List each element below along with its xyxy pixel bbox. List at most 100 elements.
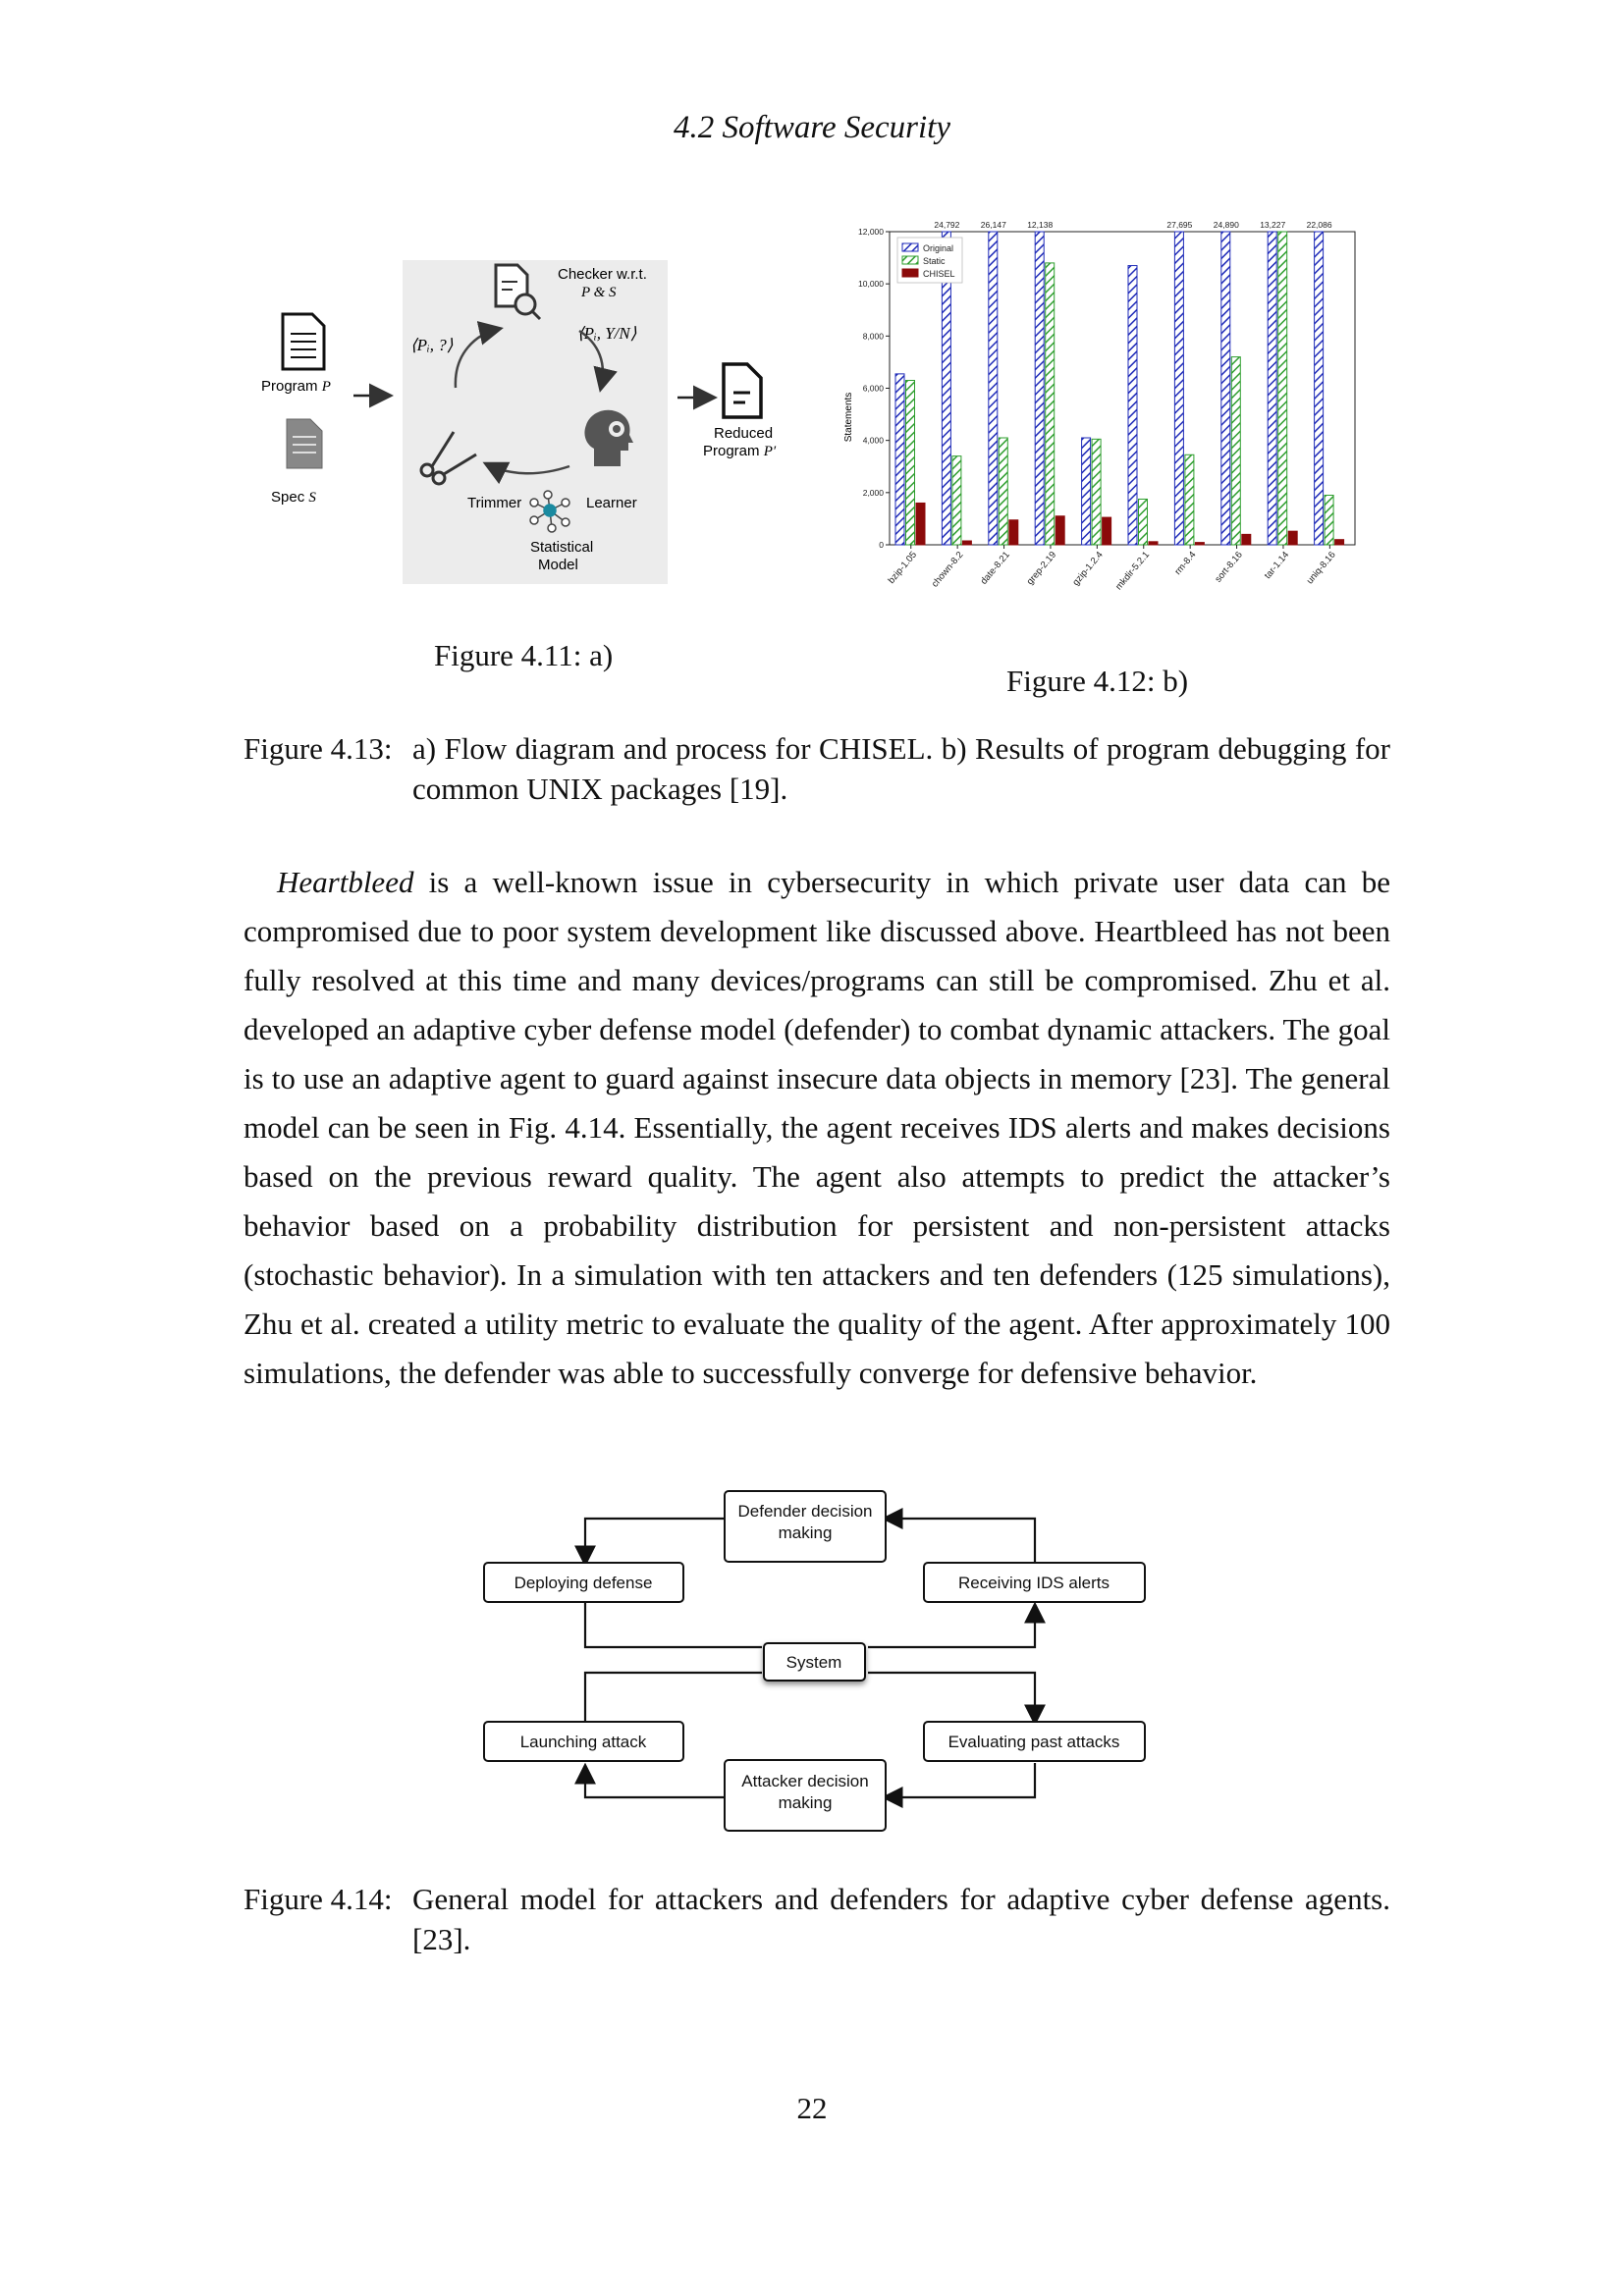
attacker-line1: Attacker decision bbox=[741, 1772, 868, 1790]
bar-static bbox=[1230, 356, 1241, 546]
bar-original bbox=[1127, 265, 1138, 546]
x-tick-label: rm-8.4 bbox=[1172, 550, 1198, 577]
defender-decision-box bbox=[724, 1490, 887, 1563]
legend-swatch bbox=[901, 268, 919, 278]
bar-chisel bbox=[1008, 519, 1019, 546]
bar-original bbox=[1034, 231, 1045, 546]
y-tick-label: 10,000 bbox=[858, 279, 884, 289]
checker-magnifier-icon bbox=[494, 263, 542, 321]
system-box bbox=[763, 1642, 866, 1682]
bar-chisel bbox=[1148, 541, 1159, 546]
launching-attack-box bbox=[483, 1721, 684, 1762]
checker-sub: P & S bbox=[580, 285, 617, 300]
bar-original bbox=[1081, 437, 1092, 546]
overflow-value-label: 13,227 bbox=[1260, 220, 1285, 230]
x-tick-label: chown-8.2 bbox=[930, 550, 966, 590]
defender-line2: making bbox=[779, 1523, 833, 1542]
edge-label-right: ⟨Pᵢ, Y/N⟩ bbox=[577, 324, 637, 343]
statistical-line1: Statistical bbox=[530, 539, 593, 556]
y-tick-label: 4,000 bbox=[863, 436, 885, 446]
overflow-value-label: 27,695 bbox=[1166, 220, 1192, 230]
overflow-value-label: 12,138 bbox=[1027, 220, 1053, 230]
evaluating-attacks-box bbox=[923, 1721, 1146, 1762]
checker-label: Checker w.r.t. bbox=[558, 266, 647, 283]
body-paragraph: Heartbleed is a well-known issue in cybe… bbox=[244, 858, 1390, 1398]
bar-chisel bbox=[1287, 530, 1298, 546]
bar-static bbox=[1184, 454, 1195, 546]
x-tick-label: mkdir-5.2.1 bbox=[1113, 550, 1152, 592]
page-number: 22 bbox=[796, 2091, 828, 2125]
y-tick-label: 8,000 bbox=[863, 331, 885, 341]
bar-chisel bbox=[1241, 533, 1252, 546]
y-axis-label: Statements bbox=[843, 393, 854, 443]
learner-label: Learner bbox=[586, 495, 637, 511]
figure-4-14-caption: Figure 4.14: General model for attackers… bbox=[244, 1879, 1390, 1959]
bar-original bbox=[941, 231, 951, 546]
launching-label: Launching attack bbox=[520, 1733, 647, 1751]
chisel-results-bar-chart: Statements 02,0004,0006,0008,00010,00012… bbox=[843, 220, 1356, 592]
figure-4-13-caption: Figure 4.13: a) Flow diagram and process… bbox=[244, 728, 1390, 809]
paragraph-text: is a well-known issue in cybersecurity i… bbox=[244, 865, 1390, 1390]
legend-label: Static bbox=[923, 256, 946, 266]
bar-static bbox=[1138, 498, 1148, 546]
bar-chisel bbox=[1194, 542, 1205, 546]
bar-original bbox=[894, 373, 905, 546]
edge-label-left: ⟨Pᵢ, ?⟩ bbox=[410, 336, 454, 354]
bar-static bbox=[998, 437, 1008, 546]
x-tick-label: tar-1.14 bbox=[1263, 550, 1291, 581]
overflow-value-label: 24,890 bbox=[1214, 220, 1239, 230]
spec-label: Spec S bbox=[271, 489, 316, 506]
learner-head-gear-icon bbox=[584, 409, 633, 466]
evaluating-label: Evaluating past attacks bbox=[948, 1733, 1120, 1751]
receiving-label: Receiving IDS alerts bbox=[958, 1574, 1110, 1592]
spec-file-icon bbox=[286, 418, 323, 469]
bar-chisel bbox=[961, 540, 972, 546]
figure-a-caption: Figure 4.11: a) bbox=[434, 638, 614, 672]
bar-original bbox=[1220, 231, 1231, 546]
caption-text-414: General model for attackers and defender… bbox=[412, 1882, 1390, 1956]
bar-chisel bbox=[1055, 515, 1065, 546]
y-tick-label: 12,000 bbox=[858, 227, 884, 237]
receiving-ids-box bbox=[923, 1562, 1146, 1603]
trimmer-label: Trimmer bbox=[467, 495, 521, 511]
legend-swatch bbox=[901, 242, 919, 252]
overflow-value-label: 24,792 bbox=[934, 220, 959, 230]
reduced-line1: Reduced bbox=[714, 425, 773, 442]
bar-original bbox=[1173, 231, 1184, 546]
bar-static bbox=[1045, 262, 1056, 546]
statistical-line2: Model bbox=[538, 557, 578, 573]
reduced-program-icon bbox=[722, 362, 763, 419]
reduced-line2: Program P′ bbox=[703, 443, 777, 459]
caption-label: Figure 4.13: bbox=[244, 731, 393, 766]
overflow-value-label: 26,147 bbox=[981, 220, 1006, 230]
y-tick-label: 0 bbox=[879, 540, 884, 550]
x-tick-label: grep-2.19 bbox=[1025, 550, 1059, 587]
cycle-arrow-down bbox=[578, 329, 618, 393]
bar-static bbox=[1277, 231, 1288, 546]
bar-static bbox=[1324, 494, 1334, 546]
x-tick-label: gzip-1.2.4 bbox=[1070, 550, 1105, 588]
program-file-icon bbox=[281, 312, 326, 371]
bar-static bbox=[905, 380, 915, 546]
y-tick-label: 2,000 bbox=[863, 488, 885, 498]
bar-original bbox=[988, 231, 999, 546]
caption-text: a) Flow diagram and process for CHISEL. … bbox=[412, 731, 1390, 806]
legend-label: Original bbox=[923, 243, 953, 253]
x-tick-label: date-8.21 bbox=[979, 550, 1012, 587]
running-header: 4.2 Software Security bbox=[674, 110, 950, 145]
cycle-arrow-left bbox=[482, 461, 570, 485]
x-tick-label: bzip-1.05 bbox=[886, 550, 919, 586]
bar-original bbox=[1267, 231, 1277, 546]
adaptive-defense-diagram: Defender decision making Deploying defen… bbox=[483, 1490, 1146, 1832]
attacker-decision-box bbox=[724, 1759, 887, 1832]
statistical-network-icon bbox=[529, 490, 570, 533]
chisel-flow-diagram: Program P Spec S Checker w.r.t. P & S ⟨P… bbox=[261, 260, 777, 584]
x-tick-label: sort-8.16 bbox=[1213, 550, 1245, 585]
bar-chisel bbox=[915, 502, 926, 546]
program-label: Program P bbox=[261, 378, 331, 395]
legend-label: CHISEL bbox=[923, 269, 955, 279]
bar-static bbox=[951, 455, 962, 546]
attacker-line2: making bbox=[779, 1793, 833, 1812]
deploying-label: Deploying defense bbox=[514, 1574, 653, 1592]
trimmer-scissors-icon bbox=[419, 431, 477, 486]
